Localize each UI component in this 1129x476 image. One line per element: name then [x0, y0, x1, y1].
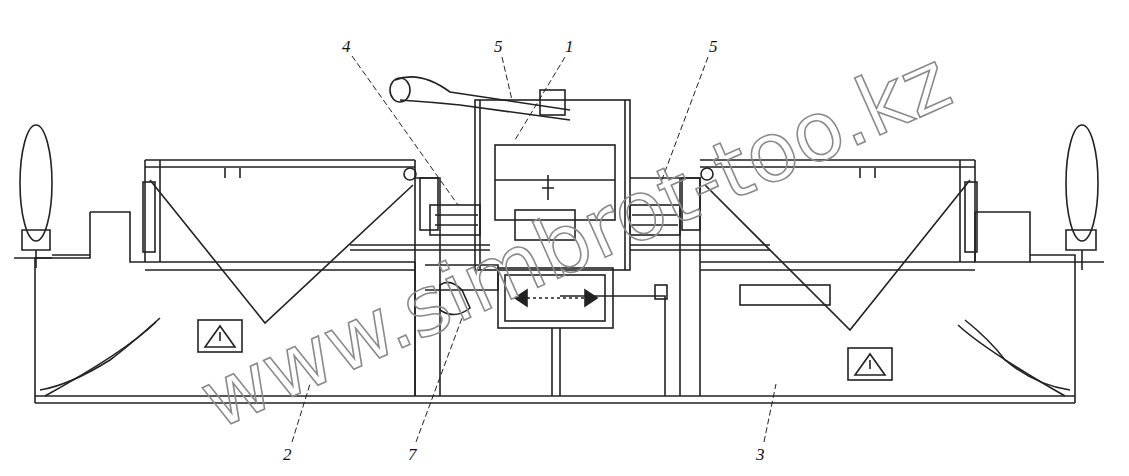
callout-number: 4	[342, 38, 351, 55]
callout-number: 3	[756, 446, 765, 463]
callout-number: 7	[408, 446, 417, 463]
callout-number: 1	[565, 38, 574, 55]
watermark: www.simbrot-too.kz	[189, 38, 961, 442]
callout-number: 5	[709, 38, 718, 55]
callout-number: 5	[494, 38, 503, 55]
callout-number: 2	[283, 446, 292, 463]
